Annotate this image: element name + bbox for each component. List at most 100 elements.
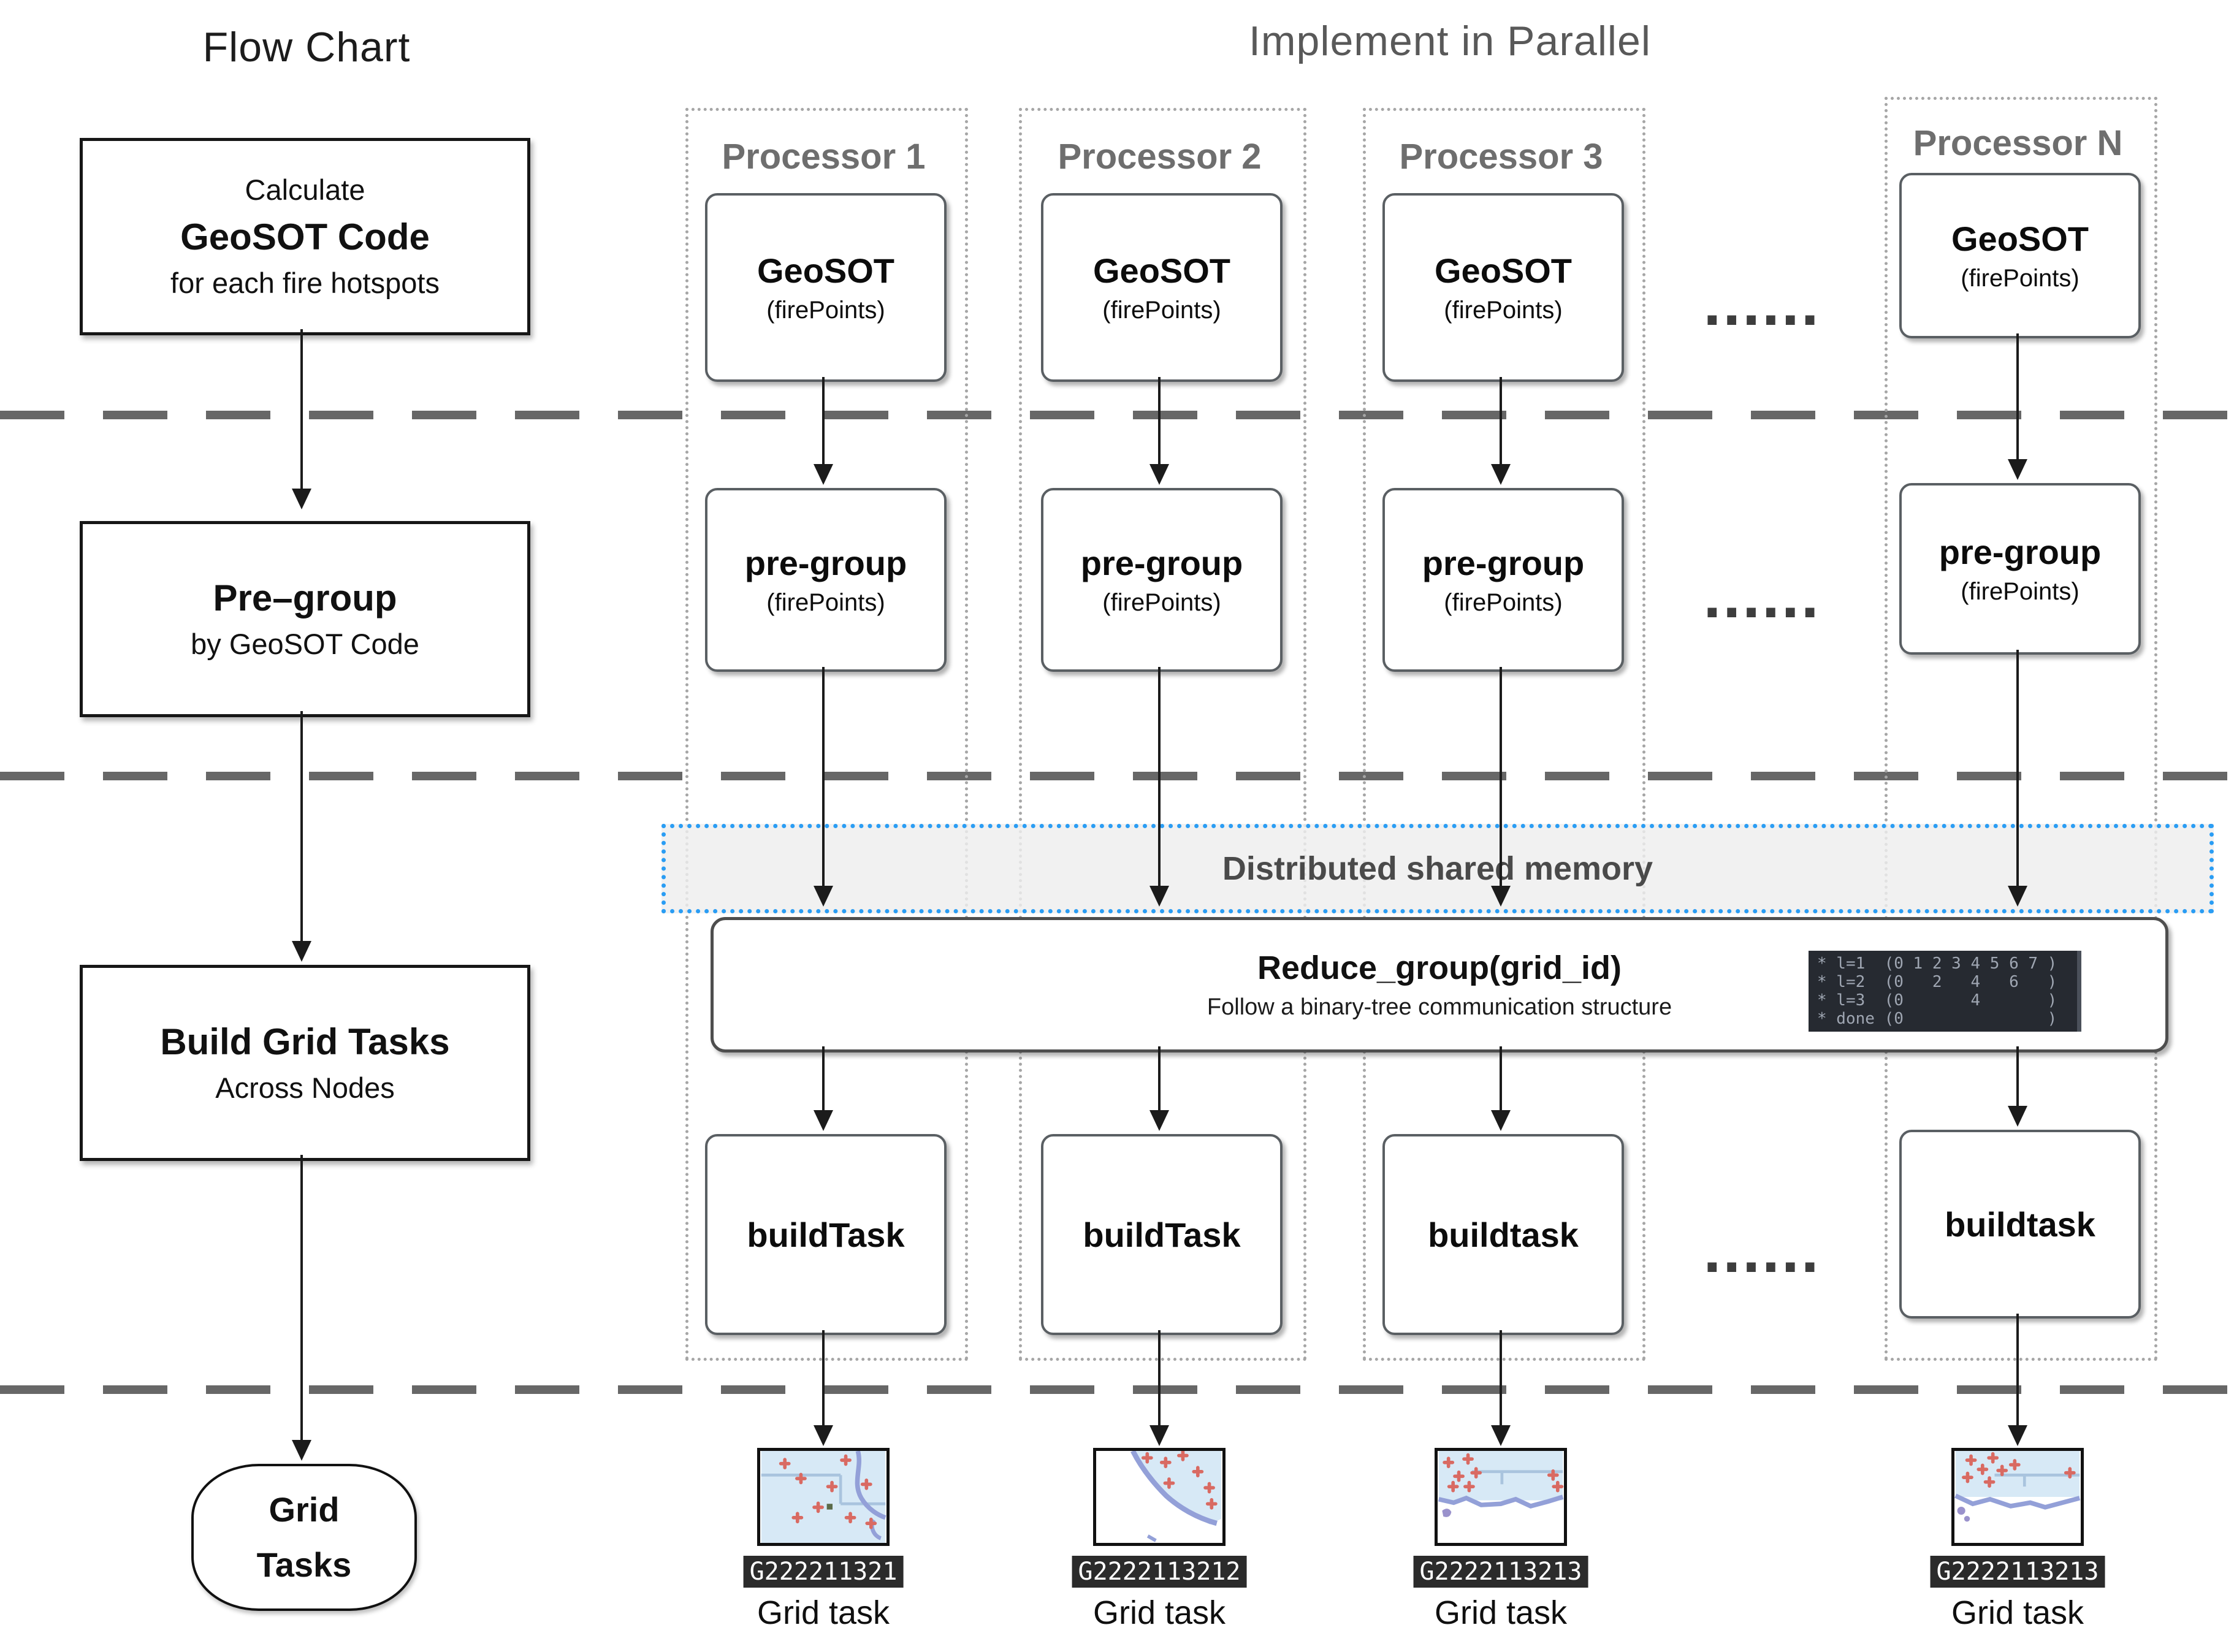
grid-code-badge-3: G2222113213: [1413, 1556, 1588, 1588]
geosot-box-3: GeoSOT (firePoints): [1382, 193, 1624, 382]
processor-label-1: Processor 1: [722, 137, 926, 177]
arrow-geosot-pregroup-1: [814, 377, 833, 485]
processor-column-3: [1363, 108, 1645, 1361]
calculate-line3: for each fire hotspots: [170, 266, 440, 299]
pregroup-box-2: pre-group (firePoints): [1041, 488, 1283, 672]
build-line2: Across Nodes: [215, 1072, 395, 1105]
console-line-1: * l=1 (0 1 2 3 4 5 6 7 ): [1817, 954, 2057, 973]
grid-code-badge-n: G2222113213: [1930, 1556, 2105, 1588]
dashed-separator-1: [0, 411, 2234, 419]
arrow-buildtask-grid-3: [1491, 1330, 1511, 1446]
geosot-box-n: GeoSOT (firePoints): [1899, 173, 2141, 338]
processor-label-2: Processor 2: [1058, 137, 1262, 177]
arrow-reduce-buildtask-n: [2008, 1046, 2027, 1127]
pregroup-title-1: pre-group: [744, 544, 907, 582]
geosot-sub-3: (firePoints): [1444, 297, 1563, 324]
pregroup-line2: by GeoSOT Code: [191, 628, 419, 661]
terminal-line1: Grid: [269, 1490, 340, 1529]
buildtask-title-2: buildTask: [1083, 1215, 1241, 1254]
geosot-title-n: GeoSOT: [1951, 219, 2089, 258]
grid-task-caption-3: Grid task: [1434, 1594, 1568, 1631]
console-line-3: * l=3 (0 4 ): [1817, 991, 2057, 1010]
arrow-reduce-buildtask-2: [1149, 1046, 1169, 1131]
geosot-box-1: GeoSOT (firePoints): [705, 193, 947, 382]
console-line-4: * done (0 ): [1817, 1010, 2057, 1028]
buildtask-box-2: buildTask: [1041, 1134, 1283, 1335]
map-thumbnail-3: [1435, 1448, 1567, 1546]
processor-column-2: [1019, 108, 1306, 1361]
buildtask-box-n: buildtask: [1899, 1130, 2141, 1319]
arrow-buildtask-grid-n: [2008, 1314, 2027, 1446]
buildtask-box-1: buildTask: [705, 1134, 947, 1335]
console-line-2: * l=2 (0 2 4 6 ): [1817, 973, 2057, 991]
pregroup-flow-box: Pre–group by GeoSOT Code: [80, 521, 530, 717]
geosot-sub-1: (firePoints): [766, 297, 885, 324]
reduce-subtitle: Follow a binary-tree communication struc…: [1207, 994, 1672, 1020]
processor-column-n: [1885, 97, 2157, 1361]
shared-memory-label: Distributed shared memory: [1222, 850, 1653, 887]
pregroup-line1: Pre–group: [213, 577, 397, 619]
map-art-1: [761, 1451, 886, 1543]
grid-task-caption-2: Grid task: [1092, 1594, 1226, 1631]
pregroup-title-2: pre-group: [1080, 544, 1243, 582]
buildtask-title-3: buildtask: [1428, 1215, 1579, 1254]
arrow-buildtask-grid-2: [1149, 1330, 1169, 1446]
pregroup-box-3: pre-group (firePoints): [1382, 488, 1624, 672]
processor-column-1: [685, 108, 968, 1361]
pregroup-sub-1: (firePoints): [766, 589, 885, 616]
buildtask-box-3: buildtask: [1382, 1134, 1624, 1335]
geosot-box-2: GeoSOT (firePoints): [1041, 193, 1283, 382]
flow-chart-title: Flow Chart: [202, 24, 411, 70]
arrow-calculate-to-pregroup: [292, 329, 311, 509]
map-art-3: [1438, 1451, 1564, 1543]
calculate-line1: Calculate: [245, 173, 365, 207]
calculate-line2: GeoSOT Code: [180, 216, 430, 257]
buildtask-title-n: buildtask: [1945, 1205, 2095, 1244]
build-line1: Build Grid Tasks: [160, 1021, 450, 1063]
geosot-sub-n: (firePoints): [1961, 265, 2080, 292]
arrow-build-to-gridtasks: [292, 1155, 311, 1461]
map-thumbnail-1: [757, 1448, 890, 1546]
calculate-geosot-box: Calculate GeoSOT Code for each fire hots…: [80, 138, 530, 335]
arrow-buildtask-grid-1: [814, 1330, 833, 1446]
arrow-pregroup-reduce-2: [1149, 667, 1169, 907]
grid-code-badge-2: G2222113212: [1072, 1556, 1247, 1588]
grid-task-caption-1: Grid task: [757, 1594, 890, 1631]
arrow-reduce-buildtask-1: [814, 1046, 833, 1131]
geosot-title-3: GeoSOT: [1434, 251, 1573, 290]
arrow-pregroup-reduce-1: [814, 667, 833, 907]
pregroup-box-1: pre-group (firePoints): [705, 488, 947, 672]
arrow-pregroup-reduce-3: [1491, 667, 1511, 907]
geosot-title-1: GeoSOT: [757, 251, 895, 290]
terminal-line2: Tasks: [256, 1545, 352, 1584]
map-art-2: [1097, 1451, 1222, 1543]
pregroup-sub-2: (firePoints): [1102, 589, 1221, 616]
grid-task-caption-n: Grid task: [1951, 1594, 2084, 1631]
geosot-sub-2: (firePoints): [1102, 297, 1221, 324]
pregroup-sub-n: (firePoints): [1961, 578, 2080, 605]
pregroup-sub-3: (firePoints): [1444, 589, 1563, 616]
arrow-reduce-buildtask-3: [1491, 1046, 1511, 1131]
dashed-separator-3: [0, 1385, 2234, 1394]
processor-label-3: Processor 3: [1399, 137, 1603, 177]
reduce-title: Reduce_group(grid_id): [1257, 950, 1622, 986]
build-grid-tasks-box: Build Grid Tasks Across Nodes: [80, 965, 530, 1161]
pregroup-title-3: pre-group: [1422, 544, 1585, 582]
parallel-title: Implement in Parallel: [1249, 18, 1651, 64]
map-thumbnail-2: [1093, 1448, 1226, 1546]
arrow-geosot-pregroup-2: [1149, 377, 1169, 485]
grid-tasks-terminal: Grid Tasks: [191, 1464, 417, 1611]
processor-label-n: Processor N: [1913, 123, 2123, 163]
console-snippet: * l=1 (0 1 2 3 4 5 6 7 ) * l=2 (0 2 4 6 …: [1809, 951, 2081, 1032]
arrow-pregroup-reduce-n: [2008, 650, 2027, 907]
pregroup-title-n: pre-group: [1939, 533, 2102, 571]
arrow-geosot-pregroup-n: [2008, 333, 2027, 480]
map-thumbnail-n: [1951, 1448, 2084, 1546]
grid-code-badge-1: G222211321: [743, 1556, 904, 1588]
pregroup-box-n: pre-group (firePoints): [1899, 483, 2141, 655]
shared-memory-band: Distributed shared memory: [661, 824, 2214, 913]
buildtask-title-1: buildTask: [747, 1215, 905, 1254]
dashed-separator-2: [0, 772, 2234, 780]
map-art-n: [1954, 1451, 2081, 1543]
